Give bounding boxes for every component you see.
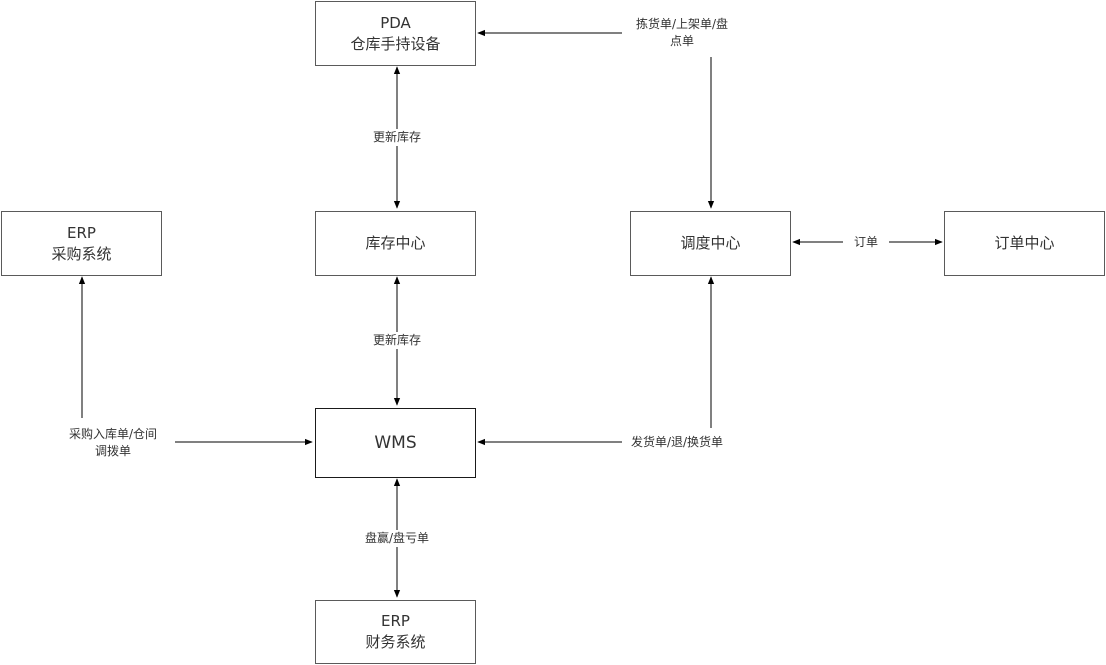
edge-label-purchase-line1: 采购入库单/仓间 <box>68 427 158 441</box>
edge-label-wms-dispatch-text: 发货单/退/换货单 <box>630 435 724 449</box>
edge-label-purchase: 采购入库单/仓间 调拨单 <box>58 426 168 460</box>
erp-finance-node-title: ERP <box>381 612 410 630</box>
erp-finance-node: ERP 财务系统 <box>315 600 476 664</box>
order-center-node-title: 订单中心 <box>994 234 1055 252</box>
inventory-center-node: 库存中心 <box>315 211 476 276</box>
edge-label-inventory-wms: 更新库存 <box>362 332 432 349</box>
pda-node-title: PDA <box>380 13 411 32</box>
edge-label-wms-finance: 盘赢/盘亏单 <box>352 530 442 547</box>
wms-node: WMS <box>315 408 476 478</box>
edge-label-pda-inventory: 更新库存 <box>362 129 432 146</box>
inventory-center-node-title: 库存中心 <box>365 234 426 252</box>
pda-node-subtitle: 仓库手持设备 <box>350 34 441 53</box>
edge-label-dispatch-order: 订单 <box>843 234 889 251</box>
edge-label-pda-inventory-text: 更新库存 <box>372 130 421 144</box>
edge-label-dispatch-to-pda: 拣货单/上架单/盘 点单 <box>623 16 741 50</box>
pda-node: PDA 仓库手持设备 <box>315 1 476 66</box>
erp-purchase-node-subtitle: 采购系统 <box>51 244 112 263</box>
dispatch-center-node: 调度中心 <box>630 211 791 276</box>
erp-purchase-node: ERP 采购系统 <box>1 211 162 276</box>
erp-purchase-node-title: ERP <box>67 223 96 242</box>
edge-label-dispatch-to-pda-line1: 拣货单/上架单/盘 <box>635 17 729 31</box>
order-center-node: 订单中心 <box>944 211 1105 276</box>
edge-label-inventory-wms-text: 更新库存 <box>372 333 421 347</box>
edge-label-purchase-line2: 调拨单 <box>94 444 131 458</box>
edge-label-dispatch-order-text: 订单 <box>853 235 878 249</box>
edge-label-wms-dispatch: 发货单/退/换货单 <box>622 434 732 451</box>
edge-label-dispatch-to-pda-line2: 点单 <box>669 34 694 48</box>
erp-finance-node-subtitle: 财务系统 <box>365 633 426 651</box>
edge-label-wms-finance-text: 盘赢/盘亏单 <box>364 531 430 545</box>
wms-node-title: WMS <box>374 432 417 453</box>
dispatch-center-node-title: 调度中心 <box>680 234 741 252</box>
